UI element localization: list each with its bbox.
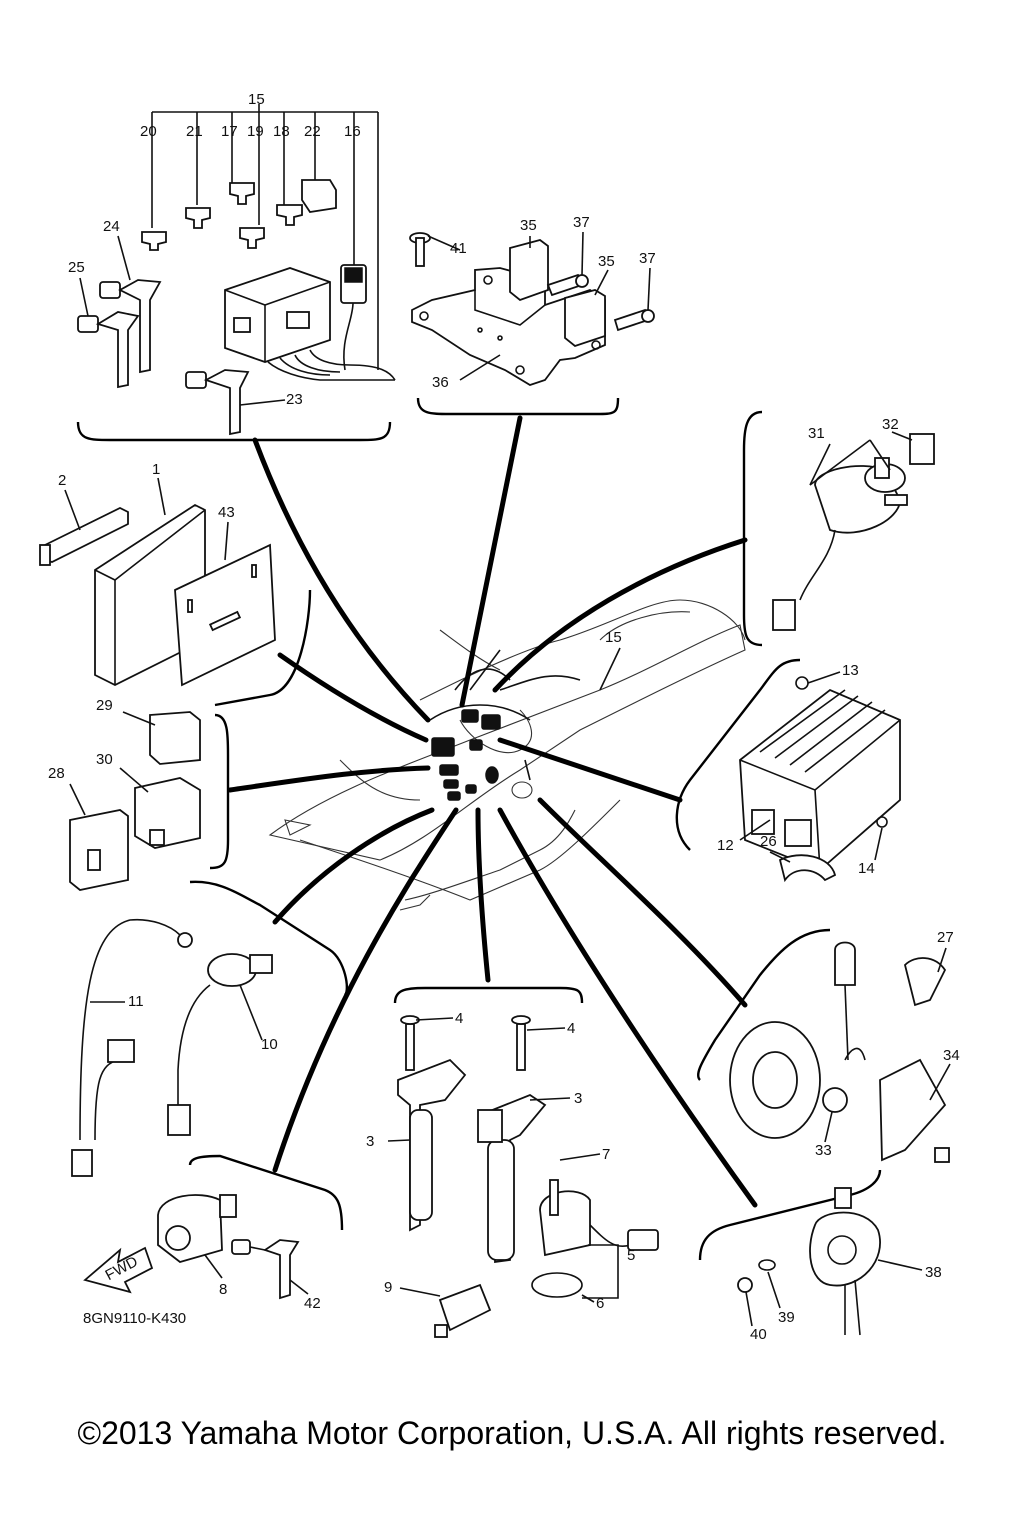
label-20: 20 — [140, 123, 157, 140]
label-28: 28 — [48, 765, 65, 782]
label-7: 7 — [602, 1146, 610, 1163]
label-9: 9 — [384, 1279, 392, 1296]
label-24: 24 — [103, 218, 120, 235]
leader-lines — [227, 415, 758, 1208]
callout-lines — [64, 231, 951, 1327]
label-13: 13 — [842, 662, 859, 679]
brackets — [76, 397, 882, 1261]
label-37a: 37 — [573, 214, 590, 231]
label-2: 2 — [58, 472, 66, 489]
copyright-notice: ©2013 Yamaha Motor Corporation, U.S.A. A… — [77, 1415, 947, 1451]
label-42: 42 — [304, 1295, 321, 1312]
label-8: 8 — [219, 1281, 227, 1298]
label-18: 18 — [273, 123, 290, 140]
label-21: 21 — [186, 123, 203, 140]
label-4b: 4 — [567, 1020, 575, 1037]
label-25: 25 — [68, 259, 85, 276]
label-5: 5 — [627, 1247, 635, 1264]
label-33: 33 — [815, 1142, 832, 1159]
thermo-group — [737, 1187, 881, 1336]
label-3a: 3 — [366, 1133, 374, 1150]
label-30: 30 — [96, 751, 113, 768]
label-15-top: 15 — [248, 91, 265, 108]
label-4a: 4 — [455, 1010, 463, 1027]
component-cluster — [429, 649, 581, 801]
pickup-group — [729, 941, 950, 1163]
label-16: 16 — [344, 123, 361, 140]
bracket-assembly — [409, 232, 655, 386]
label-34: 34 — [943, 1047, 960, 1064]
label-10: 10 — [261, 1036, 278, 1053]
sensor-group-left — [71, 918, 273, 1177]
diagram-code: 8GN9110-K430 — [83, 1310, 186, 1327]
label-32: 32 — [882, 416, 899, 433]
label-1: 1 — [152, 461, 160, 478]
ignition-switch — [772, 433, 935, 631]
label-3b: 3 — [574, 1090, 582, 1107]
label-19: 19 — [247, 123, 264, 140]
ecu-group — [39, 503, 276, 687]
label-29: 29 — [96, 697, 113, 714]
label-31: 31 — [808, 425, 825, 442]
label-22: 22 — [304, 123, 321, 140]
relay-group — [69, 711, 201, 891]
label-36: 36 — [432, 374, 449, 391]
fuse-box-group — [77, 104, 396, 436]
sensor-group-bottom-left: FWD — [83, 1194, 300, 1300]
label-23: 23 — [286, 391, 303, 408]
part-labels: 1 2 3 3 4 4 5 6 7 8 9 10 11 12 13 14 15 … — [48, 91, 960, 1343]
label-6: 6 — [596, 1295, 604, 1312]
label-17: 17 — [221, 123, 238, 140]
label-35a: 35 — [520, 217, 537, 234]
label-15-harness: 15 — [605, 629, 622, 646]
label-27: 27 — [937, 929, 954, 946]
label-12: 12 — [717, 837, 734, 854]
label-26: 26 — [760, 833, 777, 850]
label-38: 38 — [925, 1264, 942, 1281]
label-35b: 35 — [598, 253, 615, 270]
label-40: 40 — [750, 1326, 767, 1343]
label-11: 11 — [128, 993, 144, 1010]
label-14: 14 — [858, 860, 875, 877]
label-43: 43 — [218, 504, 235, 521]
label-37b: 37 — [639, 250, 656, 267]
ignition-coils — [397, 1015, 659, 1338]
label-39: 39 — [778, 1309, 795, 1326]
